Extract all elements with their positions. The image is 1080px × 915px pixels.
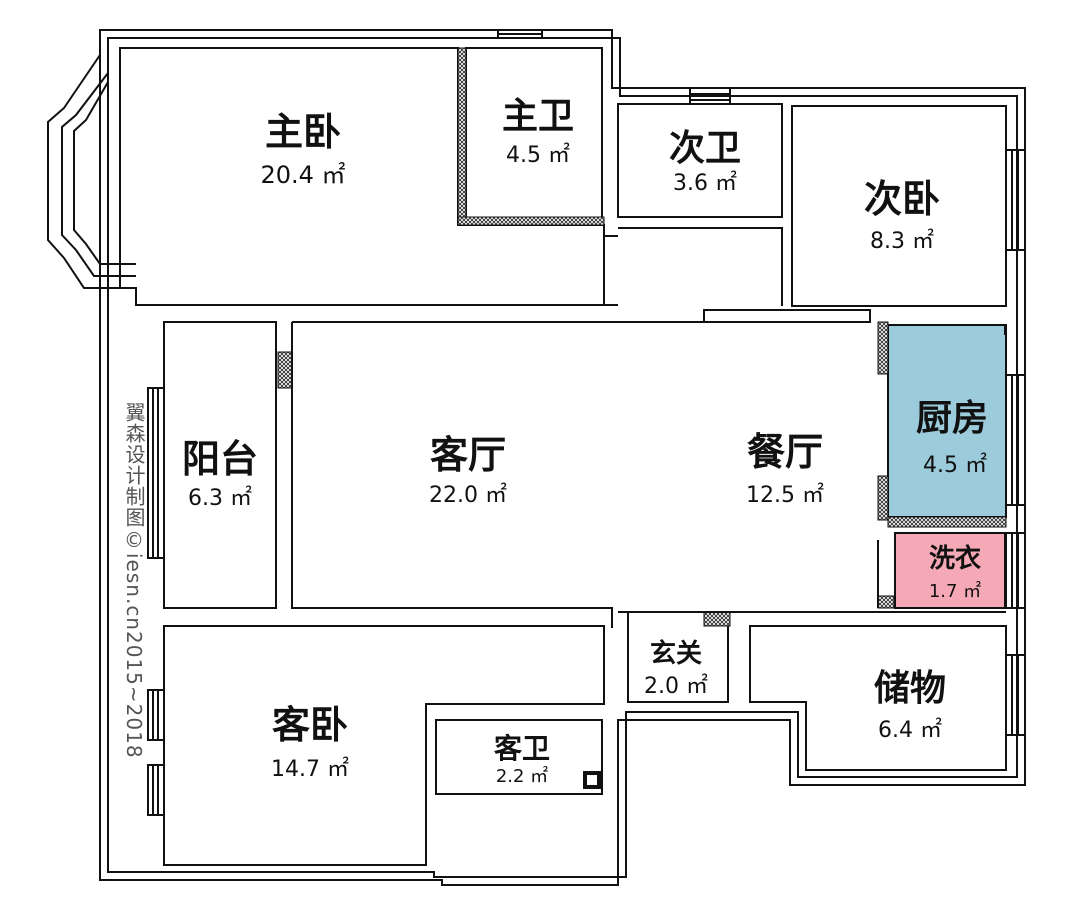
bay-window <box>47 54 136 289</box>
room-guest-bedroom-wall <box>163 625 605 866</box>
outer-wall-inner <box>107 37 1018 878</box>
room-area-entrance: 2.0 ㎡ <box>644 673 708 699</box>
room-area-storage: 6.4 ㎡ <box>878 717 942 743</box>
room-area-guest-bath: 2.2 ㎡ <box>496 765 548 787</box>
room-name-storage: 储物 <box>874 668 946 709</box>
room-storage-wall <box>749 625 1007 771</box>
room-name-master-bath: 主卫 <box>502 96 574 137</box>
room-area-second-bedroom: 8.3 ㎡ <box>870 228 934 254</box>
room-living-room-wall <box>291 321 704 628</box>
outer-wall <box>99 29 1026 886</box>
room-area-kitchen: 4.5 ㎡ <box>923 452 987 478</box>
room-area-master-bedroom: 20.4 ㎡ <box>260 161 345 189</box>
room-name-second-bedroom: 次卧 <box>864 177 940 221</box>
room-name-guest-bath: 客卫 <box>494 732 550 765</box>
room-area-laundry: 1.7 ㎡ <box>929 580 981 602</box>
room-kitchen <box>887 324 1007 518</box>
room-name-kitchen: 厨房 <box>916 398 988 439</box>
room-area-second-bath: 3.6 ㎡ <box>673 170 737 196</box>
room-name-laundry: 洗衣 <box>929 543 981 574</box>
room-name-dining-room: 餐厅 <box>747 430 823 474</box>
room-name-balcony: 阳台 <box>182 437 258 481</box>
room-area-guest-bedroom: 14.7 ㎡ <box>271 756 349 782</box>
room-area-dining-room: 12.5 ㎡ <box>746 482 824 508</box>
room-name-living-room: 客厅 <box>430 433 506 477</box>
room-area-living-room: 22.0 ㎡ <box>429 482 507 508</box>
room-area-master-bath: 4.5 ㎡ <box>506 142 570 168</box>
watermark-text: 翼森设计制图©iesn.cn2015~2018 <box>122 402 146 759</box>
room-name-master-bedroom: 主卧 <box>265 110 341 154</box>
room-laundry <box>894 532 1006 609</box>
room-entrance-wall <box>627 612 729 703</box>
room-name-guest-bedroom: 客卧 <box>272 703 348 747</box>
room-name-second-bath: 次卫 <box>669 128 741 169</box>
room-master-bedroom-wall <box>119 47 605 306</box>
room-area-balcony: 6.3 ㎡ <box>188 485 252 511</box>
room-name-entrance: 玄关 <box>650 638 702 669</box>
room-guest-bath-wall <box>435 719 603 795</box>
